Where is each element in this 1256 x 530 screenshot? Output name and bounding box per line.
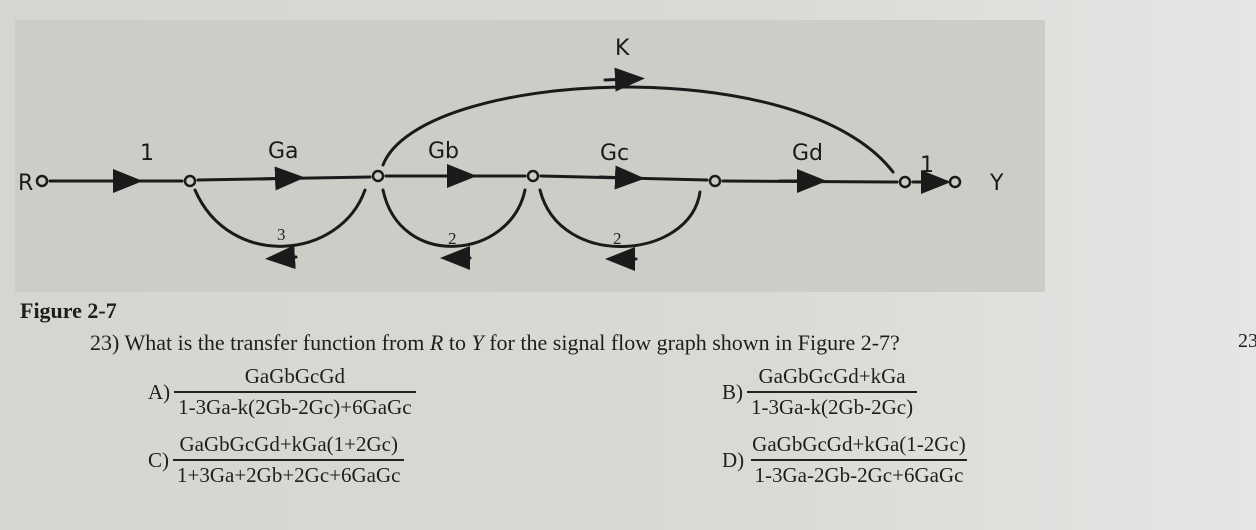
label-ga: Ga [268,139,299,164]
node-4 [708,174,722,188]
numerator: GaGbGcGd+kGa(1+2Gc) [179,432,398,456]
option-label: C) [148,447,169,472]
question-text: 23) What is the transfer function from R… [90,330,900,356]
denominator: 1-3Ga-2Gb-2Gc+6GaGc [750,459,968,488]
signal-flow-graph: R Y 1 Ga Gb Gc Gd 1 K 3 2 2 [15,20,1045,292]
question-part: What is the transfer function from [124,330,425,355]
label-out-gain: 1 [920,153,934,178]
label-loop-3: 3 [277,225,286,244]
node-2 [371,169,385,183]
numerator: GaGbGcGd [244,364,346,388]
fraction: GaGbGcGd 1-3Ga-k(2Gb-2Gc)+6GaGc [174,364,416,420]
option-label: B) [722,379,743,404]
figure-caption: Figure 2-7 [20,298,117,323]
label-gb: Gb [428,139,459,164]
label-loop-2a: 2 [448,229,457,248]
option-a[interactable]: A) GaGbGcGd 1-3Ga-k(2Gb-2Gc)+6GaGc [148,364,416,420]
question-part: for the signal flow graph shown in Figur… [489,330,900,355]
label-gd: Gd [792,141,823,166]
node-y [948,175,962,189]
fraction: GaGbGcGd+kGa(1-2Gc) 1-3Ga-2Gb-2Gc+6GaGc [748,432,970,488]
option-d[interactable]: D) GaGbGcGd+kGa(1-2Gc) 1-3Ga-2Gb-2Gc+6Ga… [722,432,970,488]
option-c[interactable]: C) GaGbGcGd+kGa(1+2Gc) 1+3Ga+2Gb+2Gc+6Ga… [148,432,405,488]
node-r [35,174,49,188]
next-page-number: 23 [1238,330,1256,352]
option-label: A) [148,379,171,404]
denominator: 1-3Ga-k(2Gb-2Gc)+6GaGc [174,391,416,420]
denominator: 1+3Ga+2Gb+2Gc+6GaGc [173,459,405,488]
question-part: to [448,330,466,355]
figure-background [15,20,1045,292]
option-b[interactable]: B) GaGbGcGd+kGa 1-3Ga-k(2Gb-2Gc) [722,364,918,420]
question-r: R [429,330,444,355]
loop-2b [538,188,702,248]
fraction: GaGbGcGd+kGa(1+2Gc) 1+3Ga+2Gb+2Gc+6GaGc [173,432,405,488]
node-3 [526,169,540,183]
numerator: GaGbGcGd+kGa(1-2Gc) [752,432,966,456]
option-label: D) [722,447,745,472]
question-number: 23) [90,330,120,355]
label-y: Y [989,171,1004,196]
question-y: Y [471,330,484,355]
denominator: 1-3Ga-k(2Gb-2Gc) [747,391,918,420]
node-5 [898,175,912,189]
label-gc: Gc [600,141,629,166]
fraction: GaGbGcGd+kGa 1-3Ga-k(2Gb-2Gc) [747,364,918,420]
numerator: GaGbGcGd+kGa [758,364,906,388]
label-k: K [615,36,630,61]
label-r: R [18,171,33,196]
label-loop-2b: 2 [613,229,622,248]
node-1 [183,174,197,188]
label-in-gain: 1 [140,141,154,166]
